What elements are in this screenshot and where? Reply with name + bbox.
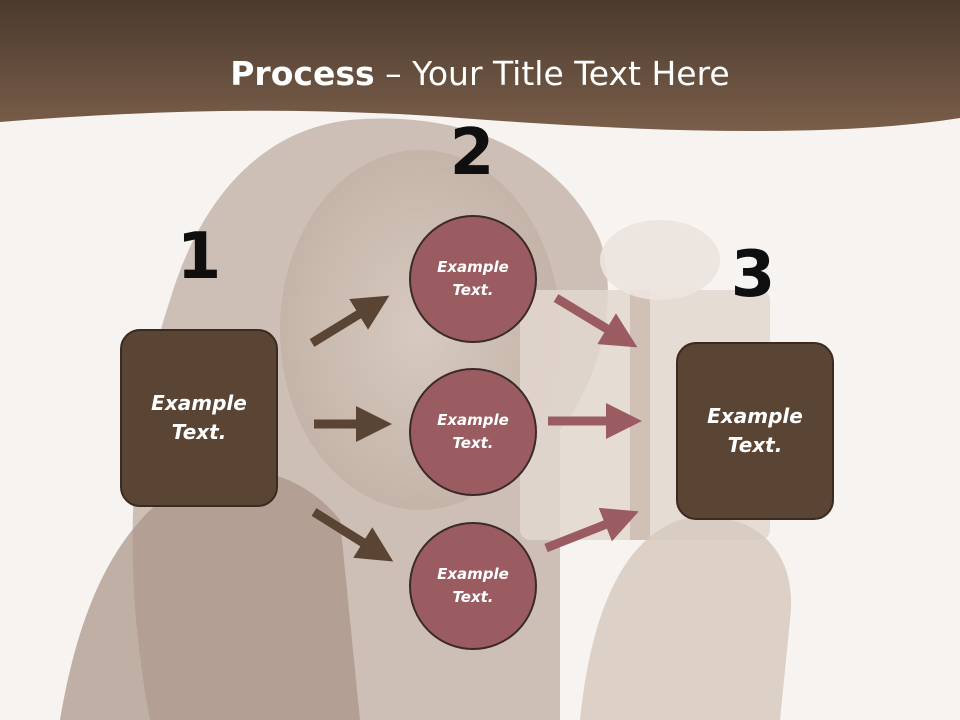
step-2-circle-bottom-label: Example Text. — [437, 565, 509, 606]
step-number-1: 1 — [176, 220, 222, 294]
step-2-circle-middle: Example Text. — [409, 368, 537, 496]
step-1-box: Example Text. — [120, 329, 278, 507]
step-2-circle-middle-label: Example Text. — [437, 411, 509, 452]
step-3-label: Example Text. — [707, 404, 803, 457]
slide-title: Process – Your Title Text Here — [0, 52, 960, 96]
step-3-box: Example Text. — [676, 342, 834, 520]
step-2-circle-top: Example Text. — [409, 215, 537, 343]
arrow-1-to-2c — [311, 508, 394, 562]
arrow-2c-to-3 — [544, 507, 639, 553]
arrow-2a-to-3 — [553, 294, 638, 348]
step-2-circle-top-label: Example Text. — [437, 258, 509, 299]
step-1-label: Example Text. — [151, 391, 247, 444]
title-rest: – Your Title Text Here — [374, 54, 730, 93]
step-number-3: 3 — [730, 238, 776, 312]
step-number-2: 2 — [449, 116, 495, 190]
title-bold: Process — [230, 54, 375, 93]
arrow-1-to-2a — [309, 295, 390, 347]
step-2-circle-bottom: Example Text. — [409, 522, 537, 650]
